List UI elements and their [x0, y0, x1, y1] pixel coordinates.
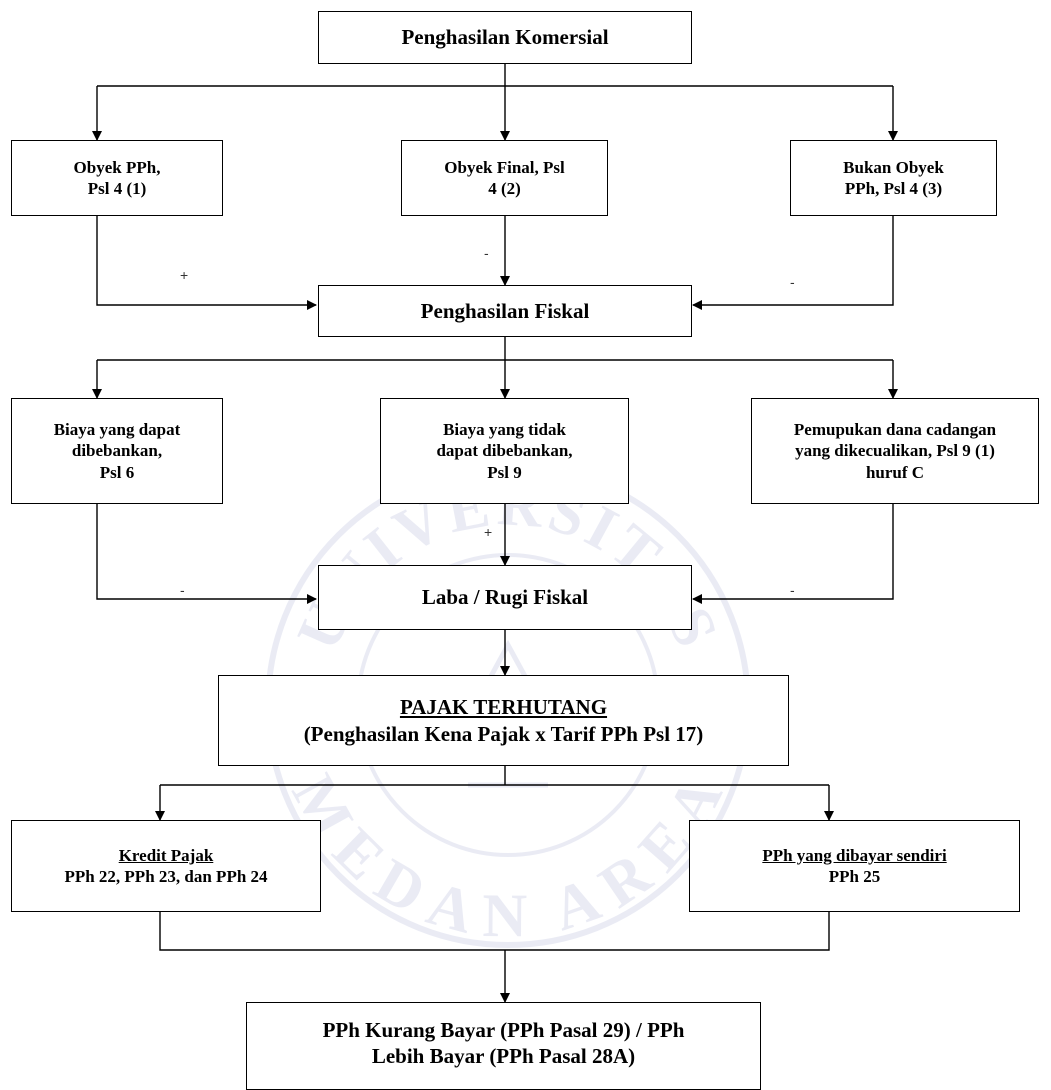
pph-sendiri-title: PPh yang dibayar sendiri: [762, 845, 947, 865]
sign-biaya-tidak: +: [484, 524, 493, 540]
sign-biaya-dapat: -: [180, 582, 185, 598]
edge-obyek-fiskal: [96, 216, 317, 310]
sign-obyek-pph: +: [180, 267, 189, 283]
pajak-terhutang-formula: (Penghasilan Kena Pajak x Tarif PPh Psl …: [303, 721, 704, 746]
pajak-terhutang-title: PAJAK TERHUTANG: [399, 695, 608, 720]
edge-pemupukan-laba: [692, 504, 894, 604]
edge-dapat-laba: [96, 504, 317, 604]
edge-merge: [159, 912, 830, 951]
node-penghasilan-komersial: Penghasilan Komersial: [318, 11, 692, 64]
sign-pemupukan: -: [790, 582, 795, 598]
node-pajak-terhutang: PAJAK TERHUTANG (Penghasilan Kena Pajak …: [218, 675, 789, 766]
node-kredit-pajak: Kredit Pajak PPh 22, PPh 23, dan PPh 24: [11, 820, 321, 912]
node-pph-sendiri: PPh yang dibayar sendiri PPh 25: [689, 820, 1020, 912]
sign-bukan-obyek: -: [790, 274, 795, 290]
edge-bukan-fiskal: [692, 216, 894, 310]
kredit-pajak-title: Kredit Pajak: [118, 845, 214, 865]
node-obyek-pph: Obyek PPh,Psl 4 (1): [11, 140, 223, 216]
node-penghasilan-fiskal: Penghasilan Fiskal: [318, 285, 692, 337]
sign-obyek-final: -: [484, 245, 489, 261]
node-laba-rugi-fiskal: Laba / Rugi Fiskal: [318, 565, 692, 630]
